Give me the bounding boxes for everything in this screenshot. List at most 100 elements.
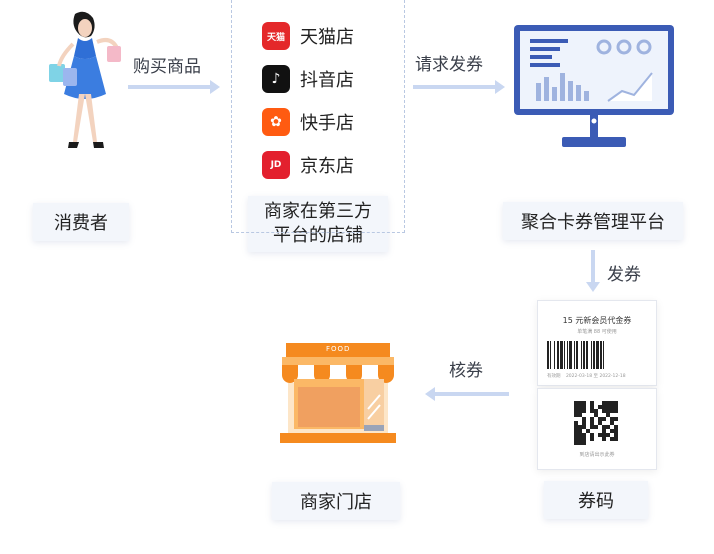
qr-cell [590,441,594,445]
qr-cell [574,409,578,413]
qr-cell [614,417,618,421]
qr-cell [598,413,602,417]
qr-cell [582,405,586,409]
qr-cell [594,405,598,409]
qr-cell [614,433,618,437]
qr-cell [602,433,606,437]
barcode-bar [559,341,560,369]
barcode-bar [576,341,578,369]
qr-cell [602,437,606,441]
qr-cell [582,417,586,421]
qr-cell [614,441,618,445]
qr-cell [610,401,614,405]
barcode-bar [550,341,551,369]
flow-label-request: 请求发券 [415,55,483,75]
qr-cell [594,413,598,417]
barcode-bar [555,341,557,369]
third-party-store-list [231,0,405,233]
qr-cell [586,413,590,417]
qr-cell [586,429,590,433]
qr-cell [582,425,586,429]
qr-cell [594,441,598,445]
arrow-buy [128,80,220,94]
coupon-card: 15 元新会员代金券 单笔满 88 可使用 有效期 2022-03-18 至 2… [537,300,657,386]
barcode-bar [557,341,559,369]
qr-cell [590,405,594,409]
tmall-icon: 天猫 [262,22,290,50]
qr-cell [574,413,578,417]
barcode-bar [568,341,569,369]
barcode-bar [593,341,595,369]
qr-cell [574,437,578,441]
qr-cell [582,437,586,441]
store-sign-text: FOOD [326,345,351,353]
barcode-bar [588,341,591,369]
qr-cell [594,409,598,413]
barcode-bar [572,341,574,369]
barcode-bar [578,341,581,369]
qr-cell [586,405,590,409]
qr-cell [590,437,594,441]
barcode-bar [574,341,575,369]
qr-cell [574,433,578,437]
qr-cell [606,425,610,429]
qr-cell [606,409,610,413]
jd-icon: JD [262,151,290,179]
qr-cell [602,429,606,433]
kuaishou-icon: ✿ [262,108,290,136]
coupon-title: 15 元新会员代金券 [562,316,632,325]
barcode-bar [599,341,600,369]
qr-cell [602,401,606,405]
qr-cell [582,401,586,405]
qr-cell [586,401,590,405]
coupon-subtitle: 单笔满 88 可使用 [577,329,617,335]
qr-cell [578,409,582,413]
qr-cell [582,421,586,425]
barcode-bar [585,341,586,369]
qr-cell [578,437,582,441]
qr-cell [598,401,602,405]
qr-cell [590,413,594,417]
qr-cell [578,413,582,417]
qr-cell [574,441,578,445]
platform-label: 聚合卡券管理平台 [503,202,683,240]
qr-cell [574,429,578,433]
qr-cell [594,421,598,425]
qr-cell [614,437,618,441]
barcode-bar [569,341,572,369]
qr-cell [594,437,598,441]
qr-cell [578,417,582,421]
barcode-bar [591,341,592,369]
barcode-bar [592,341,593,369]
qr-cell [602,425,606,429]
qr-cell [602,405,606,409]
qr-cell [606,429,610,433]
qr-cell [590,433,594,437]
qr-cell [578,433,582,437]
qr-cell [574,417,578,421]
flow-label-buy: 购买商品 [133,57,201,77]
qr-cell [614,401,618,405]
qr-cell [610,429,614,433]
qr-cell [614,429,618,433]
qr-cell [606,433,610,437]
barcode-bar [549,341,550,369]
qr-cell [606,421,610,425]
qr-cell [586,409,590,413]
coupon-barcode [547,341,647,369]
qr-cell [610,413,614,417]
store-name: 抖音店 [300,70,354,91]
barcode-bar [560,341,563,369]
third-party-store-label: 商家在第三方 平台的店铺 [248,196,388,252]
barcode-bar [567,341,568,369]
qr-cell [614,409,618,413]
flow-label-issue: 发券 [607,265,641,285]
qr-cell [586,421,590,425]
qr-cell [598,417,602,421]
qr-cell [598,429,602,433]
qr-cell [594,417,598,421]
store-name: 京东店 [300,156,354,177]
qr-cell [594,425,598,429]
barcode-bar [581,341,582,369]
qr-cell [594,429,598,433]
